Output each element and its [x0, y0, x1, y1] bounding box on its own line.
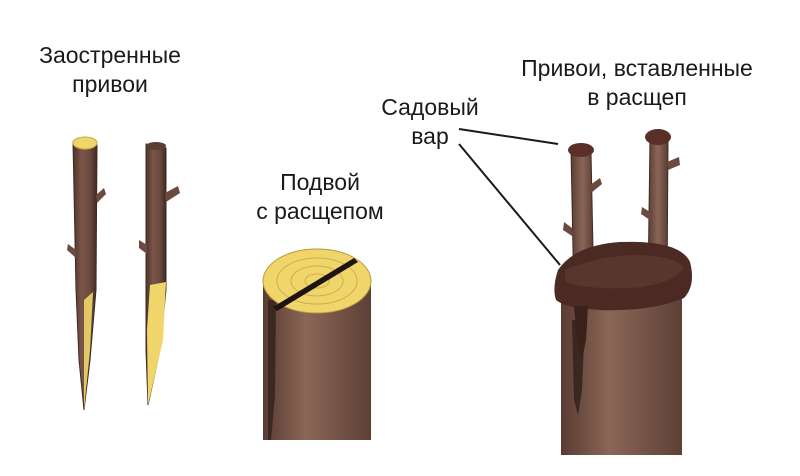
label-sharpened-scions: Заостренные привои [20, 41, 200, 99]
pointer-line-to-scion-top [458, 128, 559, 145]
label-garden-pitch: Садовый вар [365, 93, 495, 151]
label-line: Привои, вставленные [521, 55, 753, 81]
label-rootstock-split: Подвой с расщепом [230, 168, 410, 226]
scion-left-2 [139, 142, 180, 406]
label-line: с расщепом [256, 198, 384, 224]
label-line: Подвой [280, 169, 360, 195]
label-line: Садовый [381, 94, 479, 120]
scion-left-1 [67, 136, 106, 411]
label-line: Заостренные [39, 42, 181, 68]
pointer-line-to-pitch [458, 143, 561, 266]
rootstock-stump [262, 248, 372, 440]
label-line: в расщеп [587, 84, 687, 110]
label-line: вар [411, 123, 449, 149]
label-line: привои [72, 71, 148, 97]
garden-pitch-layer [554, 241, 692, 360]
label-scions-inserted: Привои, вставленные в расщеп [492, 54, 782, 112]
